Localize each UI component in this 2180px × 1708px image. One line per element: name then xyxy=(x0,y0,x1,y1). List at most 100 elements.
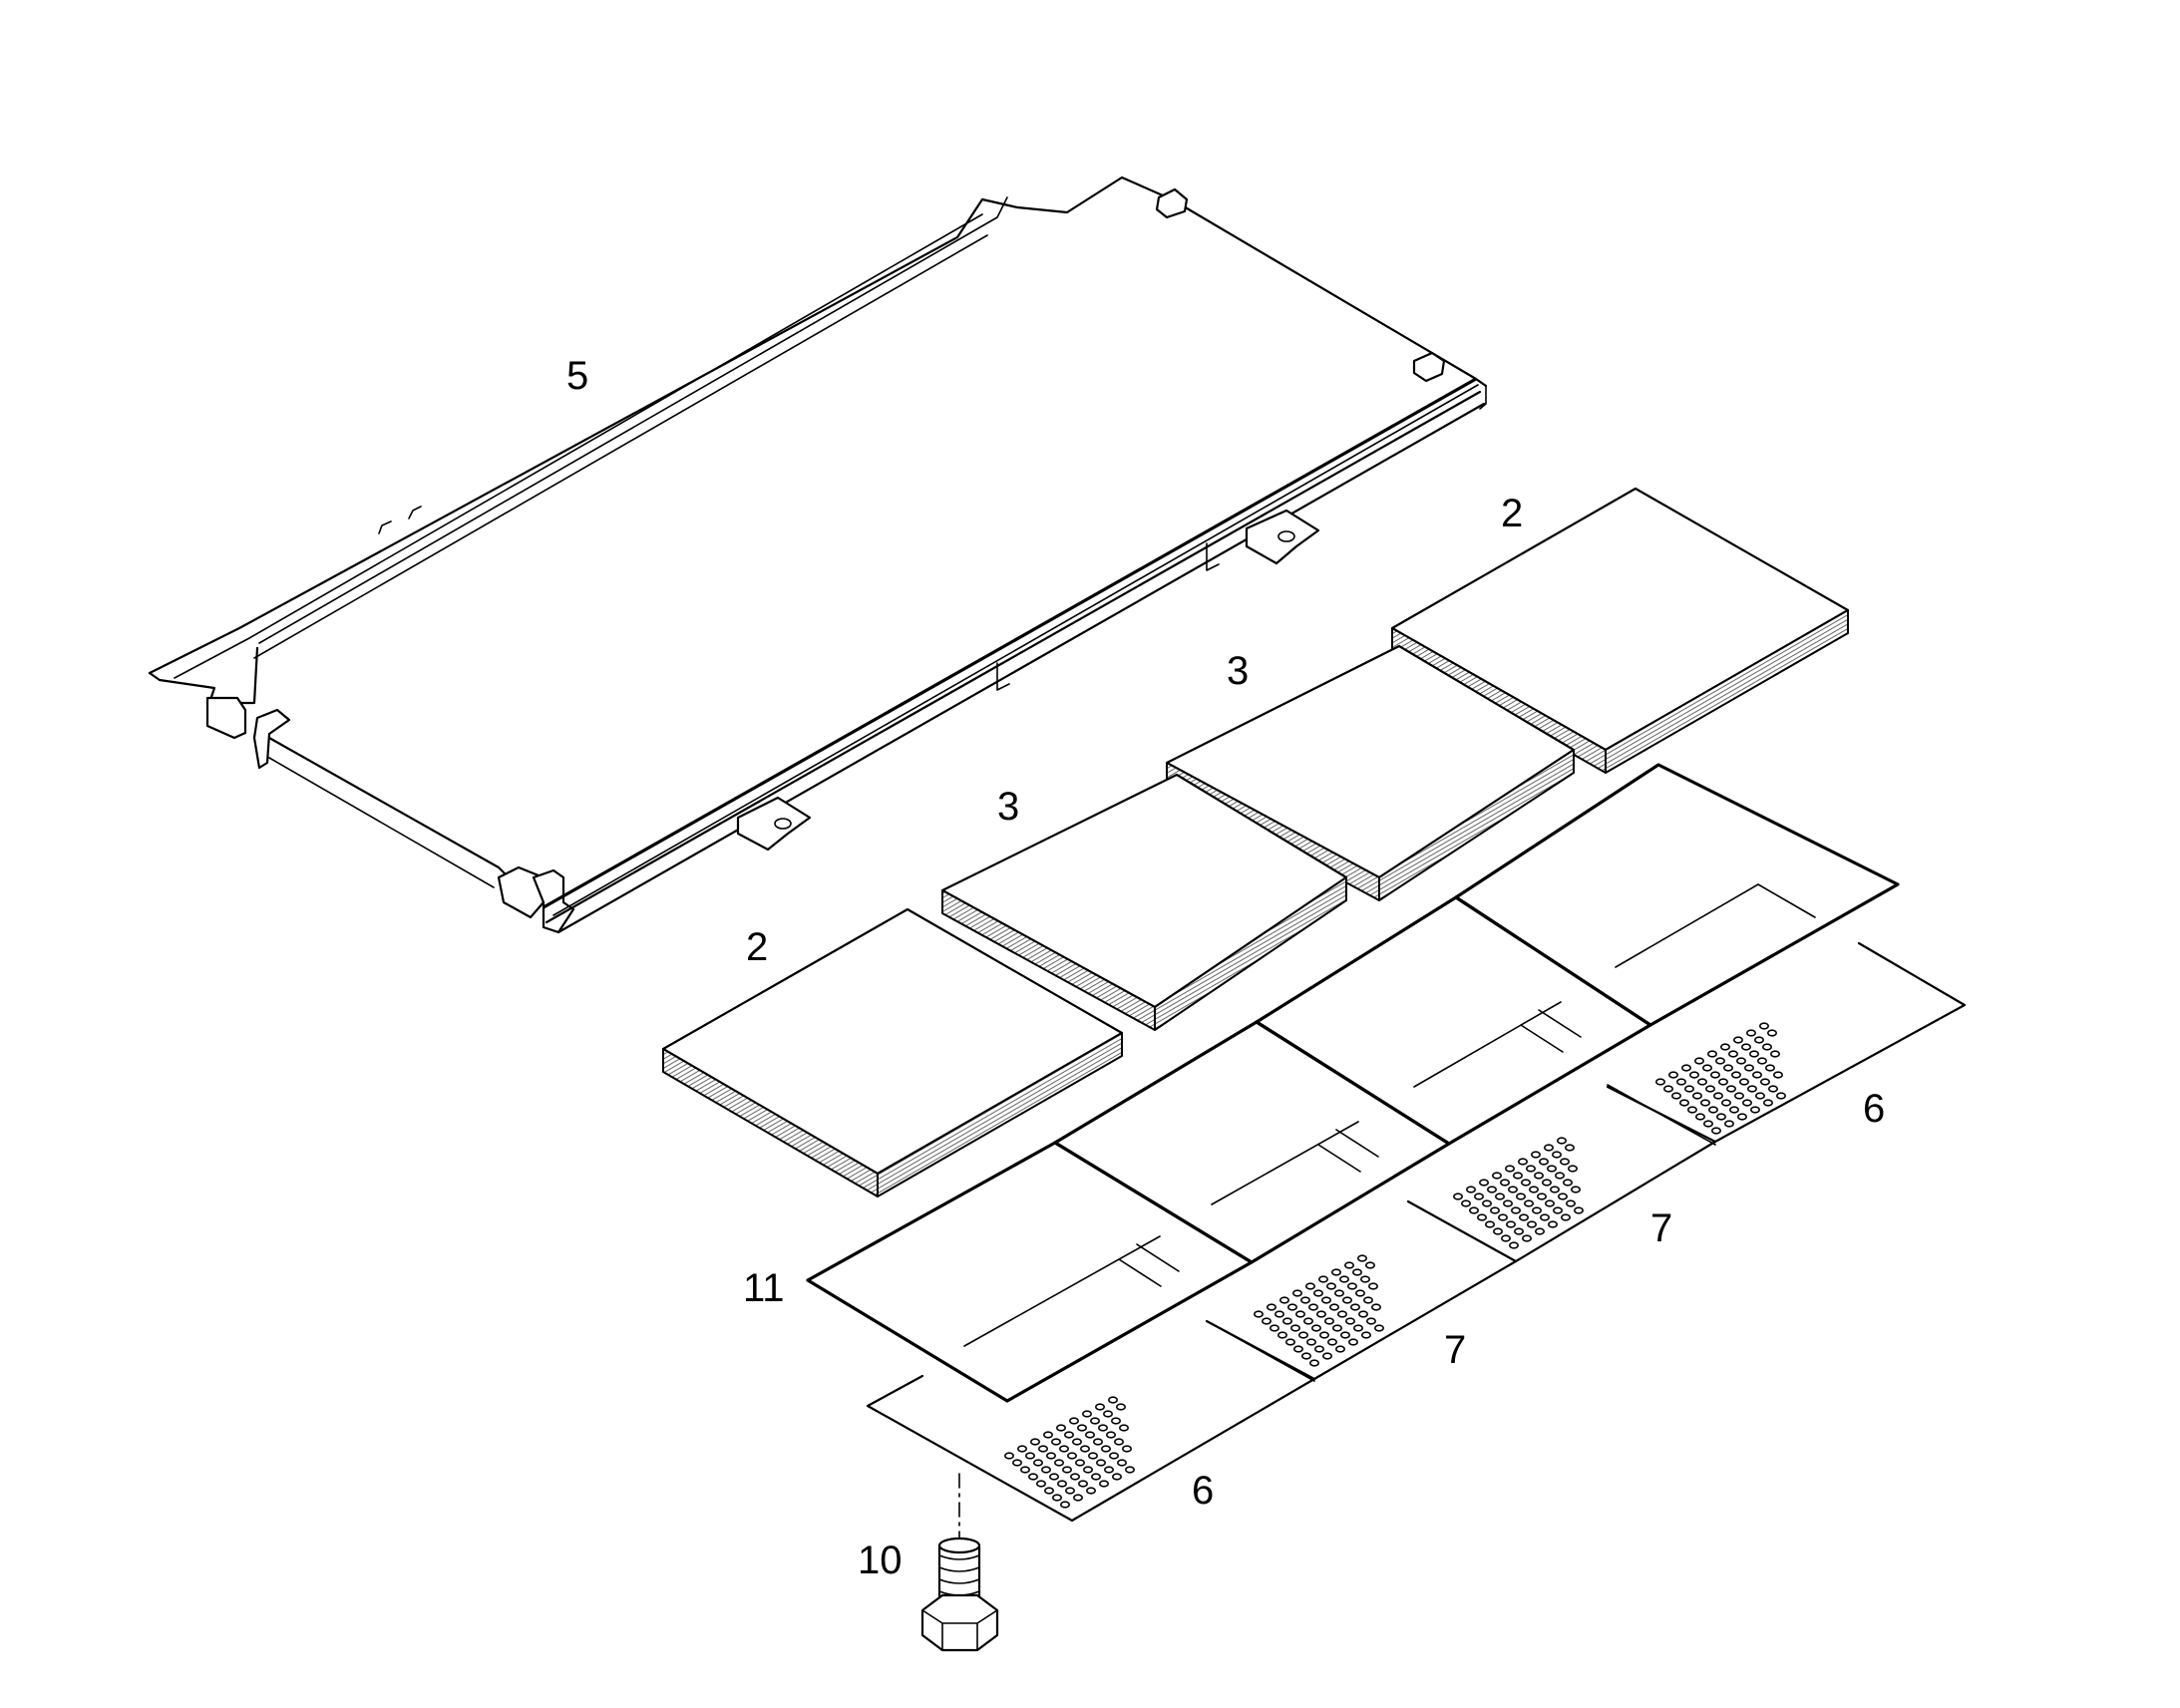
perforation-hole xyxy=(1335,1345,1346,1353)
perforation-hole xyxy=(1668,1071,1679,1079)
perforation-hole xyxy=(1498,1213,1509,1221)
perforation-hole xyxy=(1501,1234,1512,1242)
perforation-hole xyxy=(1059,1445,1070,1453)
perforation-hole xyxy=(1526,1165,1537,1173)
perforation-hole xyxy=(1723,1064,1734,1072)
perforation-hole xyxy=(1088,1452,1099,1460)
perforation-hole xyxy=(1762,1043,1773,1051)
perforation-hole xyxy=(1574,1206,1585,1214)
perforation-hole xyxy=(1052,1494,1063,1502)
perforation-hole xyxy=(1550,1186,1561,1194)
perforation-hole xyxy=(1069,1417,1080,1425)
perforation-hole xyxy=(1049,1473,1060,1481)
perforation-hole xyxy=(1500,1179,1511,1187)
perforation-hole xyxy=(1540,1213,1551,1221)
perforation-hole xyxy=(1705,1085,1716,1093)
perforation-hole xyxy=(1563,1179,1574,1187)
perforation-hole xyxy=(1290,1324,1301,1332)
perforation-hole xyxy=(1713,1092,1724,1100)
perforation-hole xyxy=(1744,1064,1755,1072)
perforation-hole xyxy=(1503,1199,1514,1207)
perforation-hole xyxy=(1301,1352,1312,1360)
perforation-hole xyxy=(1365,1261,1376,1269)
perforation-hole xyxy=(1363,1296,1374,1304)
perforation-hole xyxy=(1773,1071,1784,1079)
perforation-hole xyxy=(1070,1473,1081,1481)
perforation-hole xyxy=(1687,1106,1698,1114)
perforation-hole xyxy=(1311,1324,1322,1332)
perforation-hole xyxy=(1760,1078,1771,1086)
perforation-hole xyxy=(1710,1071,1721,1079)
perforation-hole xyxy=(1279,1296,1290,1304)
perforation-hole xyxy=(1347,1282,1358,1290)
perforation-hole xyxy=(1348,1338,1359,1346)
perforation-hole xyxy=(1298,1331,1309,1339)
perforation-hole xyxy=(1101,1445,1112,1453)
perforation-hole xyxy=(1757,1057,1768,1065)
perforated-sheets xyxy=(866,941,1967,1523)
perforation-hole xyxy=(1535,1227,1546,1235)
perforation-holes xyxy=(1003,1022,1787,1509)
perforation-hole xyxy=(1527,1220,1538,1228)
perforation-hole xyxy=(1479,1179,1490,1187)
perforation-hole xyxy=(1749,1050,1760,1058)
perforation-hole xyxy=(1715,1057,1726,1065)
perforation-hole xyxy=(1708,1106,1719,1114)
perforation-hole xyxy=(1747,1085,1758,1093)
perforation-hole xyxy=(1003,1452,1014,1460)
perforation-hole xyxy=(1514,1227,1525,1235)
perforation-hole xyxy=(1106,1431,1117,1439)
perforation-hole xyxy=(1700,1099,1711,1107)
perforation-hole xyxy=(1724,1120,1735,1128)
perforation-hole xyxy=(1340,1331,1351,1339)
perforation-hole xyxy=(1544,1144,1555,1152)
perforation-hole xyxy=(1553,1206,1564,1214)
perforation-hole xyxy=(1352,1268,1363,1276)
perforation-hole xyxy=(1344,1261,1355,1269)
perforation-hole xyxy=(1461,1199,1472,1207)
perforation-hole xyxy=(1703,1120,1714,1128)
perforation-hole xyxy=(1547,1165,1558,1173)
perforation-hole xyxy=(1334,1289,1345,1297)
perforation-hole xyxy=(1684,1085,1695,1093)
perforation-hole xyxy=(1374,1324,1385,1332)
perforation-hole xyxy=(1054,1459,1065,1467)
perforation-hole xyxy=(1361,1331,1372,1339)
perforation-hole xyxy=(1072,1438,1083,1446)
perforation-hole xyxy=(1295,1310,1306,1318)
part-3-pad-lower xyxy=(940,773,1348,1031)
perforation-hole xyxy=(1036,1480,1047,1488)
perforation-hole xyxy=(1741,1043,1752,1051)
perforation-hole xyxy=(1776,1092,1787,1100)
perforation-hole xyxy=(1033,1459,1044,1467)
perforation-hole xyxy=(1568,1165,1579,1173)
perforation-hole xyxy=(1555,1172,1566,1180)
perforation-hole xyxy=(1537,1193,1548,1200)
perforation-hole xyxy=(1692,1092,1703,1100)
perforation-hole xyxy=(1322,1352,1333,1360)
perforation-hole xyxy=(1051,1438,1062,1446)
perforation-hole xyxy=(1274,1310,1285,1318)
perforation-hole xyxy=(1453,1193,1464,1200)
perforation-hole xyxy=(1332,1324,1343,1332)
perforation-hole xyxy=(1676,1078,1687,1086)
perforation-hole xyxy=(1474,1193,1485,1200)
perforation-hole xyxy=(1086,1487,1097,1495)
perforation-hole xyxy=(1306,1338,1317,1346)
perforation-hole xyxy=(1532,1206,1543,1214)
perforation-hole xyxy=(1505,1165,1516,1173)
perforation-hole xyxy=(1011,1459,1022,1467)
perforation-hole xyxy=(1287,1303,1298,1311)
perforation-hole xyxy=(1694,1057,1705,1065)
perforation-hole xyxy=(1350,1303,1361,1311)
callout-5: 5 xyxy=(566,354,588,398)
perforation-hole xyxy=(1292,1289,1303,1297)
perforation-hole xyxy=(1318,1275,1329,1283)
perforation-hole xyxy=(1109,1452,1120,1460)
perforation-hole xyxy=(1529,1186,1540,1194)
perforation-hole xyxy=(1466,1186,1477,1194)
perforation-hole xyxy=(1093,1438,1104,1446)
perforation-hole xyxy=(1327,1338,1338,1346)
perforation-hole xyxy=(1030,1438,1041,1446)
perforation-hole xyxy=(1726,1085,1737,1093)
